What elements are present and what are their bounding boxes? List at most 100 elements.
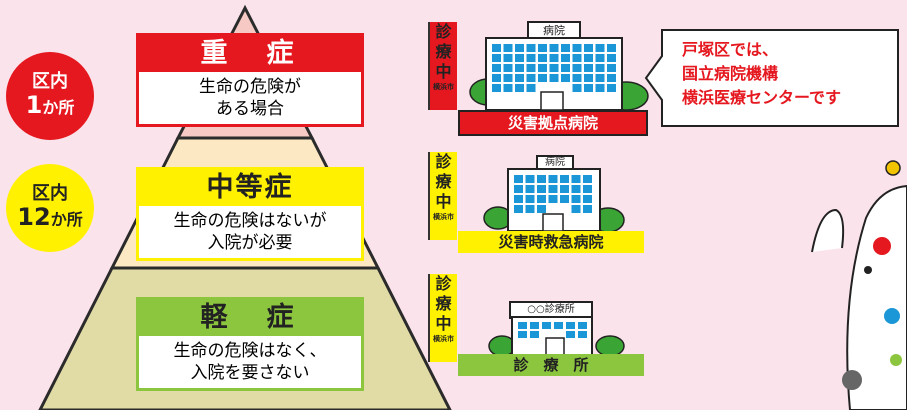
hospital-sign-2: 病院 [545, 157, 565, 168]
window [561, 54, 570, 62]
badge-count: 12 [17, 202, 51, 231]
window [572, 44, 582, 52]
window [492, 54, 501, 62]
window [526, 54, 536, 62]
window [526, 74, 536, 82]
window [584, 44, 593, 52]
window [537, 195, 546, 203]
callout-line1: 戸塚区では、 [682, 40, 779, 59]
window [560, 175, 569, 183]
window [595, 64, 605, 72]
window [492, 44, 501, 52]
window [549, 54, 559, 62]
window [542, 322, 551, 329]
window [595, 44, 605, 52]
window [554, 322, 563, 329]
window [607, 44, 616, 52]
tier1-count-badge: 区内 1か所 [6, 52, 94, 140]
tier2-count-badge: 区内 12か所 [6, 164, 94, 252]
tier2-facility-label: 災害時救急病院 [458, 231, 644, 253]
window [584, 54, 593, 62]
window [548, 185, 558, 193]
badge-count-suffix: か所 [42, 97, 75, 117]
window [572, 64, 582, 72]
window [566, 322, 575, 329]
tier1-title: 重 症 [200, 38, 300, 69]
window [514, 195, 523, 203]
window [514, 185, 523, 193]
window [572, 54, 582, 62]
window [583, 205, 592, 213]
window [584, 74, 593, 82]
callout-line3: 横浜医療センターです [682, 88, 842, 107]
window [571, 195, 581, 203]
window [503, 64, 513, 72]
window [607, 54, 616, 62]
window [526, 64, 536, 72]
tier2-desc-line1: 生命の危険はないが [173, 211, 327, 231]
tier3-title: 軽 症 [200, 302, 300, 333]
window [538, 44, 547, 52]
window [607, 84, 616, 92]
badge-area-label: 区内 [32, 182, 68, 204]
tier3-facility-label: 診 療 所 [458, 354, 644, 376]
callout-text: 戸塚区では、 国立病院機構 横浜医療センターです [682, 38, 896, 110]
window [537, 175, 546, 183]
tier2-title: 中等症 [206, 172, 294, 203]
window [515, 74, 524, 82]
tier1-banner: 診 療 中 横浜市 [428, 22, 457, 110]
window [595, 74, 605, 82]
window [530, 322, 539, 329]
window [566, 331, 575, 338]
window [583, 185, 592, 193]
window [537, 205, 546, 213]
window [578, 322, 587, 329]
tier3-label: 軽 症 生命の危険はなく、 入院を要さない [136, 297, 364, 391]
window [583, 175, 592, 183]
window [492, 64, 501, 72]
window [515, 84, 524, 92]
window [503, 44, 513, 52]
window [571, 185, 581, 193]
hospital-building-1 [469, 21, 649, 111]
window [595, 54, 605, 62]
tier2-desc-line2: 入院が必要 [207, 233, 293, 253]
window [515, 64, 524, 72]
window [526, 44, 536, 52]
window [525, 175, 535, 183]
window [492, 74, 501, 82]
window [525, 195, 535, 203]
callout-line2: 国立病院機構 [682, 64, 779, 83]
window [503, 54, 513, 62]
window [572, 74, 582, 82]
clinic-sign: ○○診療所 [527, 304, 575, 315]
window [525, 205, 535, 213]
window [526, 84, 536, 92]
window [492, 84, 501, 92]
window [584, 64, 593, 72]
window [515, 54, 524, 62]
window [549, 74, 559, 82]
tier1-label: 重 症 生命の危険が ある場合 [136, 33, 364, 127]
tier3-banner: 診 療 中 横浜市 [428, 274, 457, 362]
tier1-desc-line2: ある場合 [216, 99, 284, 119]
window [561, 64, 570, 72]
tier2-banner: 診 療 中 横浜市 [428, 152, 457, 240]
badge-count: 1 [25, 90, 43, 119]
window [607, 64, 616, 72]
window [584, 84, 593, 92]
window [530, 331, 539, 338]
window [571, 205, 581, 213]
tier3-desc-line2: 入院を要さない [190, 363, 310, 383]
hospital-sign-1: 病院 [543, 24, 565, 37]
window [572, 84, 582, 92]
badge-area-label: 区内 [32, 70, 68, 92]
tier1-desc-line1: 生命の危険が [199, 77, 301, 97]
window [571, 175, 581, 183]
window [525, 185, 535, 193]
window [514, 175, 523, 183]
window [538, 64, 547, 72]
window [560, 185, 569, 193]
window [595, 84, 605, 92]
